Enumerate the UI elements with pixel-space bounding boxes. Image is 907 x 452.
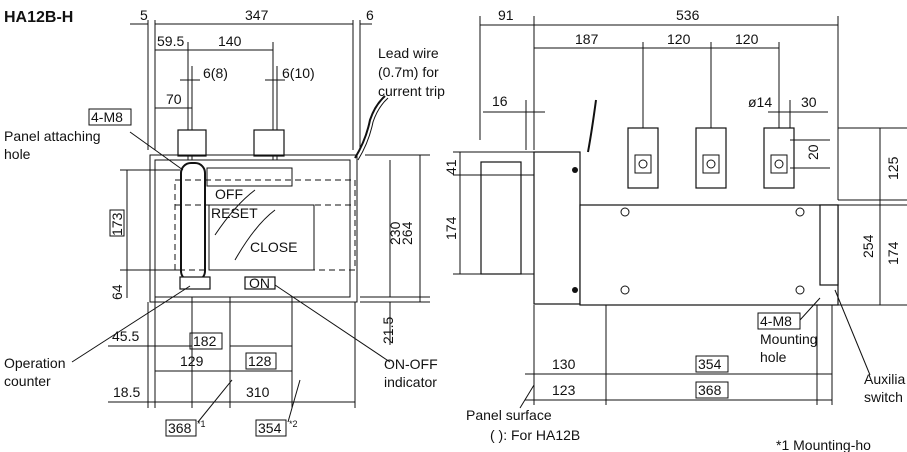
sup-2: *2 <box>289 419 298 429</box>
dim-18-5: 18.5 <box>113 384 140 400</box>
dim-41: 41 <box>443 159 459 175</box>
auxiliary-label-1: Auxilia <box>864 371 905 387</box>
dim-187: 187 <box>575 31 599 47</box>
dim-30: 30 <box>801 94 817 110</box>
dim-6: 6 <box>366 7 374 23</box>
dim-6-10: 6(10) <box>282 65 315 81</box>
sup-1: *1 <box>197 419 206 429</box>
dim-45-5: 45.5 <box>112 328 139 344</box>
dim-347: 347 <box>245 7 269 23</box>
operation-counter-label-2: counter <box>4 373 51 389</box>
footnote: *1 Mounting-ho <box>776 437 871 452</box>
panel-attaching-label: Panel attaching <box>4 128 101 144</box>
dim-368-right: 368 <box>698 382 722 398</box>
dim-129: 129 <box>180 353 204 369</box>
dim-230: 230 <box>387 221 403 245</box>
dim-354-left: 354 <box>258 420 282 436</box>
dim-59-5: 59.5 <box>157 33 184 49</box>
m8-label-right: 4-M8 <box>760 313 792 329</box>
panel-hole-label: hole <box>4 146 31 162</box>
drawing-title: HA12B-H <box>4 9 73 26</box>
dim-254: 254 <box>860 234 876 258</box>
off-label: OFF <box>215 186 243 202</box>
terminals <box>627 127 795 189</box>
dim-120-a: 120 <box>667 31 691 47</box>
dim-123: 123 <box>552 382 576 398</box>
dim-140: 140 <box>218 33 242 49</box>
reset-label: RESET <box>211 205 258 221</box>
auxiliary-label-2: switch <box>864 389 903 405</box>
front-view: 5 347 6 59.5 140 6(8) 6(10) 70 OFF R <box>4 7 445 437</box>
dim-128: 128 <box>248 353 272 369</box>
dim-354-right: 354 <box>698 356 722 372</box>
mounting-hole-label: hole <box>760 349 787 365</box>
lead-wire-label-3: current trip <box>378 83 445 99</box>
dim-phi-14: ø14 <box>748 94 772 110</box>
dim-264: 264 <box>399 221 415 245</box>
dim-174-left: 174 <box>443 216 459 240</box>
dim-182: 182 <box>193 333 217 349</box>
dim-21-5: 21.5 <box>380 317 396 344</box>
m8-label-left: 4-M8 <box>91 109 123 125</box>
mounting-label: Mounting <box>760 331 818 347</box>
dim-6-8: 6(8) <box>203 65 228 81</box>
dim-5: 5 <box>140 7 148 23</box>
dim-368-left: 368 <box>168 420 192 436</box>
on-label: ON <box>249 275 270 291</box>
panel-surface-label: Panel surface <box>466 407 552 423</box>
dim-125: 125 <box>885 156 901 180</box>
dim-20: 20 <box>805 144 821 160</box>
dim-70: 70 <box>166 91 182 107</box>
dim-174-right: 174 <box>885 241 901 265</box>
dim-310: 310 <box>246 384 270 400</box>
dim-64: 64 <box>109 284 125 300</box>
onoff-indicator-label-1: ON-OFF <box>384 356 438 372</box>
dim-120-b: 120 <box>735 31 759 47</box>
lead-wire-label-1: Lead wire <box>378 45 439 61</box>
operation-counter-label-1: Operation <box>4 355 65 371</box>
dim-16: 16 <box>492 93 508 109</box>
dim-130: 130 <box>552 356 576 372</box>
side-view: 91 536 187 120 120 16 ø14 30 <box>443 7 907 452</box>
dim-91: 91 <box>498 7 514 23</box>
onoff-indicator-label-2: indicator <box>384 374 437 390</box>
close-label: CLOSE <box>250 239 297 255</box>
dim-536: 536 <box>676 7 700 23</box>
for-ha12b-note: ( ): For HA12B <box>490 427 580 443</box>
dim-173: 173 <box>109 212 125 236</box>
lead-wire-label-2: (0.7m) for <box>378 64 439 80</box>
